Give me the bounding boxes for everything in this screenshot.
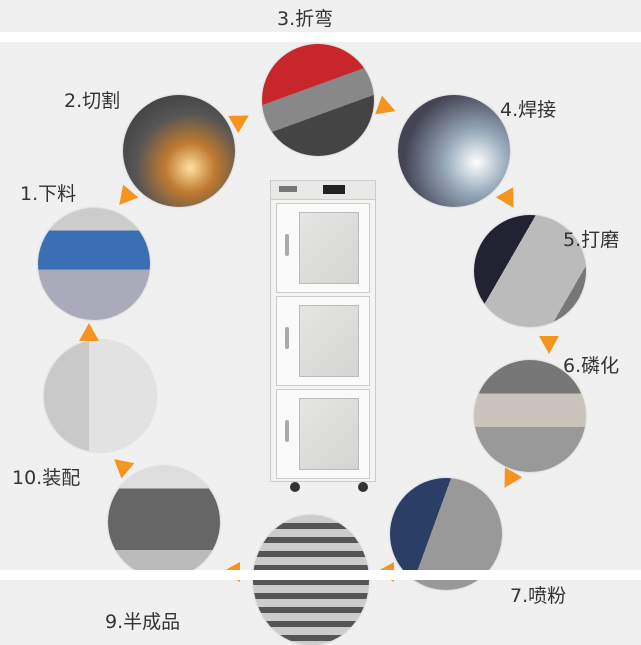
arrow-icon <box>539 336 559 354</box>
photo-step-8 <box>253 515 369 645</box>
photo-cutting <box>123 95 235 207</box>
cabinet-door <box>276 296 370 386</box>
step-label-7: 7.喷粉 <box>510 585 567 607</box>
step-label-2: 2.切割 <box>64 90 121 112</box>
arrow-icon <box>79 323 99 341</box>
cabinet-door <box>276 389 370 479</box>
arrow-icon <box>107 451 135 479</box>
photo-blanking <box>38 208 150 320</box>
dry-cabinet-product <box>270 180 376 482</box>
photo-bending <box>262 44 374 156</box>
photo-welding <box>398 95 510 207</box>
arrow-icon <box>111 184 139 212</box>
divider-band <box>0 570 641 580</box>
step-label-4: 4.焊接 <box>500 99 557 121</box>
arrow-icon <box>495 467 523 493</box>
brand-logo <box>279 186 297 192</box>
photo-phosphating <box>474 360 586 472</box>
caster-wheel <box>290 482 300 492</box>
divider-band <box>0 32 641 42</box>
arrow-icon <box>375 95 399 121</box>
photo-grinding <box>474 215 586 327</box>
step-label-6: 6.磷化 <box>563 355 620 377</box>
display-panel <box>323 185 345 194</box>
step-label-9: 9.半成品 <box>105 611 181 633</box>
step-label-3: 3.折弯 <box>277 8 334 30</box>
photo-semi-finished <box>108 466 220 578</box>
photo-assembly <box>44 340 156 452</box>
step-label-1: 1.下料 <box>20 183 77 205</box>
cabinet-door <box>276 203 370 293</box>
arrow-icon <box>495 187 523 213</box>
step-label-10: 10.装配 <box>12 467 81 489</box>
step-label-5: 5.打磨 <box>563 229 620 251</box>
arrow-icon <box>228 106 254 134</box>
caster-wheel <box>358 482 368 492</box>
